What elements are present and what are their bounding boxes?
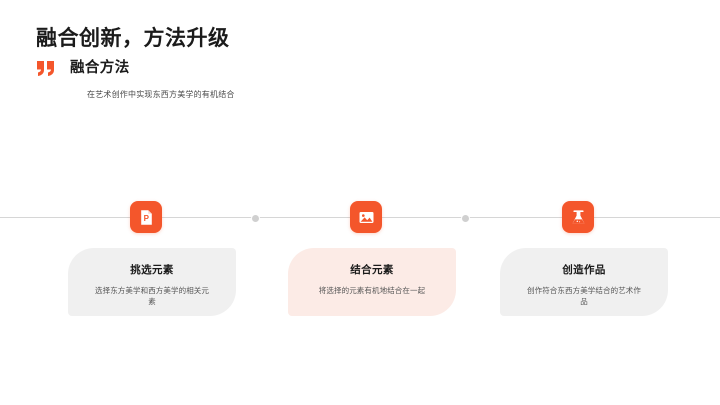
page-title: 融合创新，方法升级: [36, 27, 230, 50]
step-description: 选择东方美学和西方美学的相关元素: [95, 285, 209, 307]
page-subtitle: 融合方法: [70, 60, 130, 77]
flask-beaker-icon: [562, 201, 594, 233]
file-presentation-icon: P: [130, 201, 162, 233]
quote-icon: [36, 59, 56, 77]
page-description: 在艺术创作中实现东西方美学的有机结合: [87, 90, 235, 100]
svg-text:P: P: [143, 214, 149, 223]
step-description: 将选择的元素有机地结合在一起: [318, 285, 426, 295]
step-description: 创作符合东西方美学结合的艺术作品: [527, 285, 641, 307]
step-title: 结合元素: [350, 264, 394, 276]
subtitle-row: 融合方法: [36, 60, 636, 78]
image-picture-icon: [350, 201, 382, 233]
step-card: 结合元素 将选择的元素有机地结合在一起: [288, 248, 456, 316]
step-card: 挑选元素 选择东方美学和西方美学的相关元素: [68, 248, 236, 316]
step-title: 创造作品: [562, 264, 606, 276]
step-title: 挑选元素: [130, 264, 174, 276]
slide-header: 融合创新，方法升级 融合方法 在艺术创作中实现东西方美学的有机结合: [36, 26, 636, 100]
step-card: 创造作品 创作符合东西方美学结合的艺术作品: [500, 248, 668, 316]
